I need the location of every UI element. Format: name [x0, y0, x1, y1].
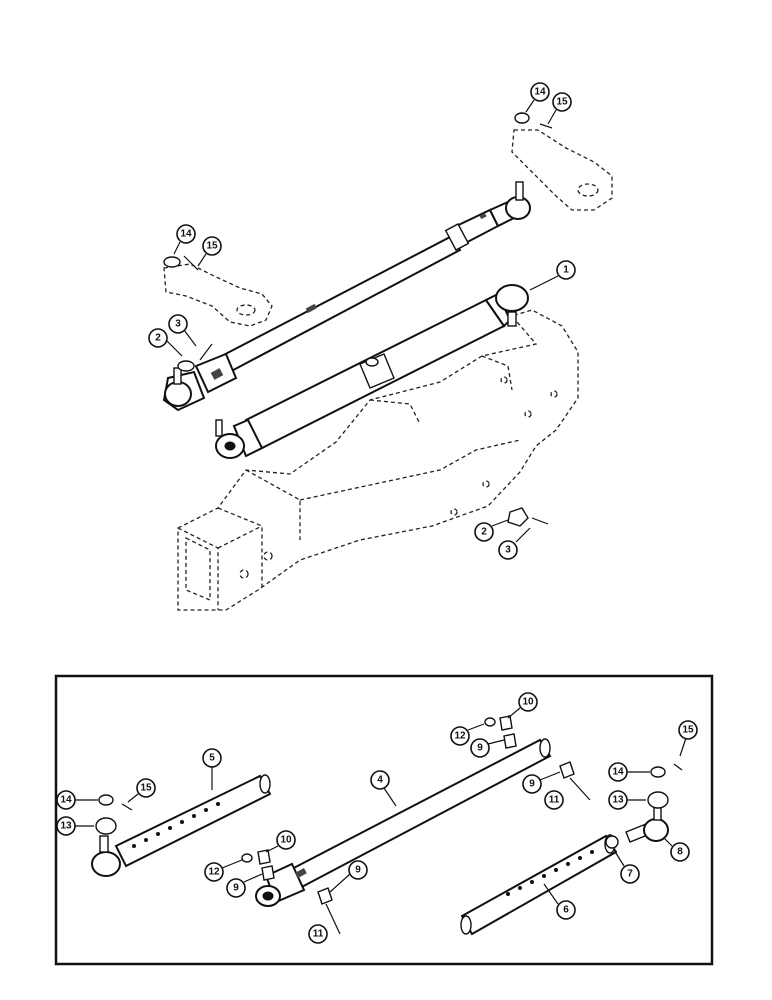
svg-text:8: 8 — [677, 847, 683, 858]
svg-text:15: 15 — [206, 241, 218, 252]
top-assembly: 1 2 3 2 3 14 15 — [148, 82, 613, 611]
callout-3-lower: 3 — [498, 527, 531, 560]
svg-text:13: 13 — [60, 821, 72, 832]
svg-text:14: 14 — [534, 87, 546, 98]
svg-text:14: 14 — [60, 795, 72, 806]
svg-text:10: 10 — [522, 697, 534, 708]
power-cylinder — [215, 284, 529, 459]
callout-2-upper: 2 — [148, 328, 183, 357]
tie-rod-upper — [162, 181, 531, 412]
steering-arm-right-phantom — [511, 129, 613, 211]
steering-arm-left-phantom — [163, 263, 273, 327]
svg-text:9: 9 — [529, 779, 535, 790]
tie-rod-end-8 — [625, 803, 669, 843]
callout-12-b: 12 — [204, 859, 243, 882]
svg-text:14: 14 — [612, 767, 624, 778]
svg-text:12: 12 — [208, 867, 220, 878]
callout-9-c: 9 — [226, 873, 263, 898]
svg-text:9: 9 — [477, 743, 483, 754]
callout-2-lower: 2 — [474, 519, 509, 542]
callout-8: 8 — [663, 837, 690, 862]
callout-13-left: 13 — [56, 816, 94, 836]
callout-6: 6 — [543, 883, 576, 920]
svg-text:15: 15 — [140, 783, 152, 794]
svg-text:15: 15 — [556, 97, 568, 108]
nut-left-upper — [177, 343, 213, 372]
callout-14-inset-right: 14 — [608, 762, 650, 782]
callout-3-upper: 3 — [168, 314, 197, 347]
callout-15-inset-right: 15 — [678, 720, 698, 757]
callout-14-right: 14 — [525, 82, 550, 113]
axle-frame-phantom — [177, 309, 579, 611]
svg-text:11: 11 — [549, 795, 560, 806]
inset-panel: 4 5 6 7 8 9 9 — [54, 674, 714, 966]
callout-1: 1 — [529, 260, 576, 291]
svg-text:9: 9 — [233, 883, 239, 894]
callout-12-a: 12 — [450, 723, 485, 746]
callout-9-a: 9 — [470, 738, 505, 758]
svg-text:6: 6 — [563, 905, 569, 916]
callout-7: 7 — [613, 849, 640, 884]
callout-9-b: 9 — [522, 771, 561, 794]
cap-left-upper — [163, 255, 199, 271]
callout-11-b: 11 — [308, 924, 328, 944]
callout-15-left: 15 — [197, 236, 222, 267]
callout-15-inset-left: 15 — [127, 778, 156, 803]
svg-text:14: 14 — [180, 229, 192, 240]
svg-text:12: 12 — [454, 731, 466, 742]
svg-text:10: 10 — [280, 835, 292, 846]
cap-right-upper — [514, 112, 553, 129]
callout-11-a: 11 — [544, 790, 564, 810]
svg-text:7: 7 — [627, 869, 633, 880]
callout-13-right: 13 — [608, 790, 646, 810]
svg-text:9: 9 — [355, 865, 361, 876]
svg-text:2: 2 — [481, 527, 487, 538]
callout-14-left: 14 — [173, 224, 196, 255]
callout-10-b: 10 — [265, 830, 296, 853]
nut-lower — [507, 507, 549, 527]
svg-text:11: 11 — [313, 929, 324, 940]
callout-14-inset-left: 14 — [56, 790, 98, 810]
svg-text:13: 13 — [612, 795, 624, 806]
tube-4 — [255, 738, 552, 907]
svg-text:2: 2 — [155, 333, 161, 344]
callout-15-right: 15 — [547, 92, 572, 125]
inset-hardware — [95, 715, 683, 935]
callout-5: 5 — [202, 748, 222, 790]
svg-text:5: 5 — [209, 753, 215, 764]
svg-text:4: 4 — [377, 775, 383, 786]
callout-10-a: 10 — [507, 692, 538, 719]
svg-text:1: 1 — [563, 265, 569, 276]
svg-text:3: 3 — [505, 545, 511, 556]
svg-text:15: 15 — [682, 725, 694, 736]
tube-5 — [91, 774, 272, 877]
callout-9-d: 9 — [329, 860, 368, 893]
svg-text:3: 3 — [175, 319, 181, 330]
callout-4: 4 — [370, 770, 397, 807]
